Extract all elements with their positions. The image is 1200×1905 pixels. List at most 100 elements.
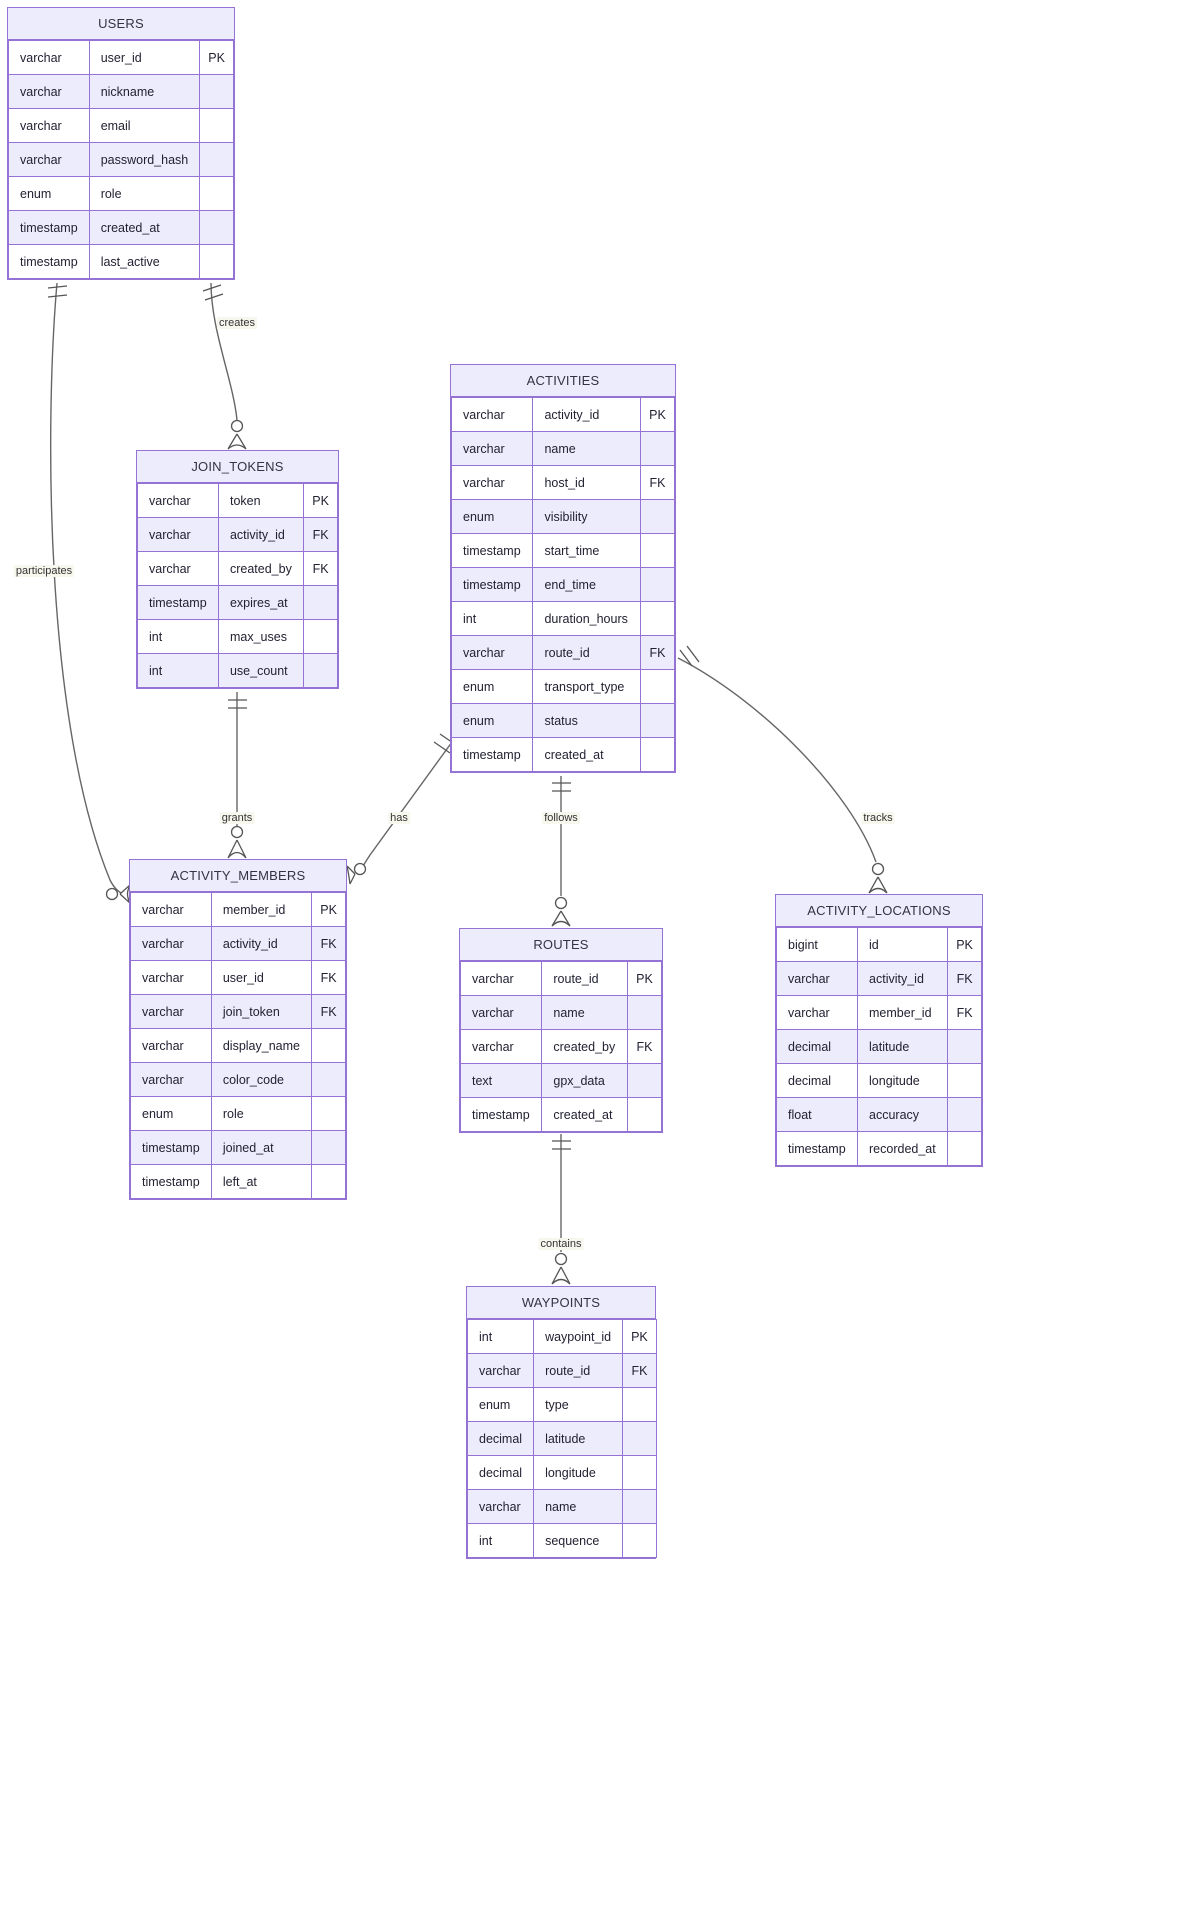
attribute-type: varchar xyxy=(466,1489,535,1524)
attribute-type: varchar xyxy=(137,483,219,518)
attribute-name: activity_id xyxy=(217,517,305,552)
attribute-name: use_count xyxy=(217,653,305,688)
attribute-key xyxy=(311,1096,346,1131)
attribute-key xyxy=(622,1387,657,1422)
entity-title-activity_members: ACTIVITY_MEMBERS xyxy=(130,860,346,892)
attribute-type: timestamp xyxy=(137,585,219,620)
attribute-name: transport_type xyxy=(532,669,641,704)
attribute-type: float xyxy=(775,1097,859,1132)
attribute-key: PK xyxy=(639,397,676,432)
attribute-type: timestamp xyxy=(130,1164,212,1199)
attribute-name: duration_hours xyxy=(532,601,641,636)
attribute-type: varchar xyxy=(775,961,859,996)
relationship-label-contains: contains xyxy=(538,1238,584,1250)
attribute-key xyxy=(626,1063,663,1098)
attribute-key: FK xyxy=(303,517,338,552)
attribute-key xyxy=(947,1097,982,1132)
attribute-name: latitude xyxy=(533,1421,624,1456)
attribute-type: int xyxy=(466,1523,535,1558)
card-tracks-many xyxy=(868,862,888,894)
attribute-key: FK xyxy=(303,551,338,586)
attribute-key xyxy=(639,499,676,534)
attribute-name: display_name xyxy=(210,1028,313,1063)
attribute-key xyxy=(947,1063,982,1098)
attribute-name: created_by xyxy=(541,1029,628,1064)
attribute-type: enum xyxy=(450,499,534,534)
relationship-label-participates: participates xyxy=(13,565,75,577)
attribute-type: timestamp xyxy=(8,210,90,245)
attribute-name: member_id xyxy=(857,995,949,1030)
relationship-label-follows: follows xyxy=(542,812,580,824)
attribute-key xyxy=(639,737,676,772)
card-tracks-one xyxy=(679,645,700,667)
attribute-name: user_id xyxy=(210,960,313,995)
attribute-key xyxy=(639,669,676,704)
attribute-key xyxy=(311,1062,346,1097)
attribute-type: varchar xyxy=(8,74,90,109)
attribute-key: PK xyxy=(199,40,234,75)
attribute-name: max_uses xyxy=(217,619,305,654)
attribute-name: status xyxy=(532,703,641,738)
card-follows-many xyxy=(551,896,571,927)
relationship-label-creates: creates xyxy=(216,317,258,329)
attribute-type: enum xyxy=(8,176,90,211)
attribute-name: sequence xyxy=(533,1523,624,1558)
attribute-type: decimal xyxy=(466,1421,535,1456)
attribute-name: activity_id xyxy=(532,397,641,432)
attribute-name: email xyxy=(88,108,201,143)
attribute-key xyxy=(199,210,234,245)
attribute-type: varchar xyxy=(130,892,212,927)
attribute-type: varchar xyxy=(130,1062,212,1097)
attribute-key xyxy=(303,619,338,654)
attribute-type: varchar xyxy=(130,960,212,995)
attribute-type: enum xyxy=(130,1096,212,1131)
attribute-key xyxy=(199,142,234,177)
attribute-name: longitude xyxy=(857,1063,949,1098)
attribute-type: varchar xyxy=(775,995,859,1030)
attribute-name: accuracy xyxy=(857,1097,949,1132)
attribute-type: bigint xyxy=(775,927,859,962)
attribute-key xyxy=(626,1097,663,1132)
attribute-type: varchar xyxy=(130,994,212,1029)
entity-title-activity_locations: ACTIVITY_LOCATIONS xyxy=(776,895,982,927)
attribute-key xyxy=(199,74,234,109)
card-has-many xyxy=(346,862,367,885)
attribute-key xyxy=(639,533,676,568)
attribute-type: varchar xyxy=(459,995,543,1030)
attribute-type: text xyxy=(459,1063,543,1098)
card-creates-many xyxy=(227,419,247,450)
attribute-type: varchar xyxy=(459,961,543,996)
attribute-type: varchar xyxy=(8,40,90,75)
